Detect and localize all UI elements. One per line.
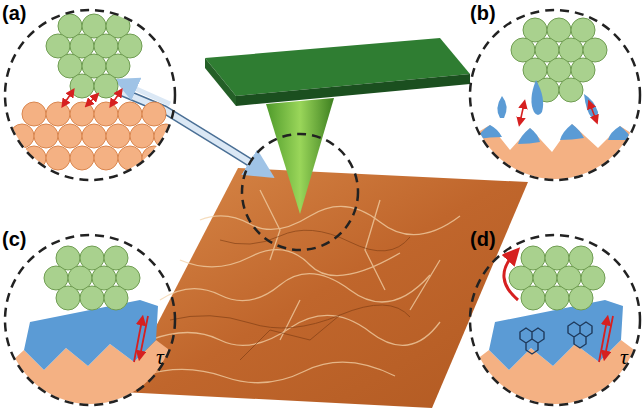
afm-tip	[266, 98, 334, 214]
graphene-hexagons	[520, 322, 592, 354]
inset-d	[460, 246, 644, 411]
zoom-circle	[242, 134, 358, 250]
panel-label: (b)	[470, 2, 496, 25]
sample-surface	[122, 168, 528, 408]
panel-label: (c)	[2, 228, 26, 251]
panel-label: (a)	[2, 2, 26, 25]
surface-texture	[145, 190, 460, 383]
shear-stress-symbol: τ	[620, 344, 628, 370]
panel-label: (d)	[470, 228, 496, 251]
shear-stress-symbol: τ	[156, 344, 164, 370]
inset-c	[0, 246, 180, 411]
